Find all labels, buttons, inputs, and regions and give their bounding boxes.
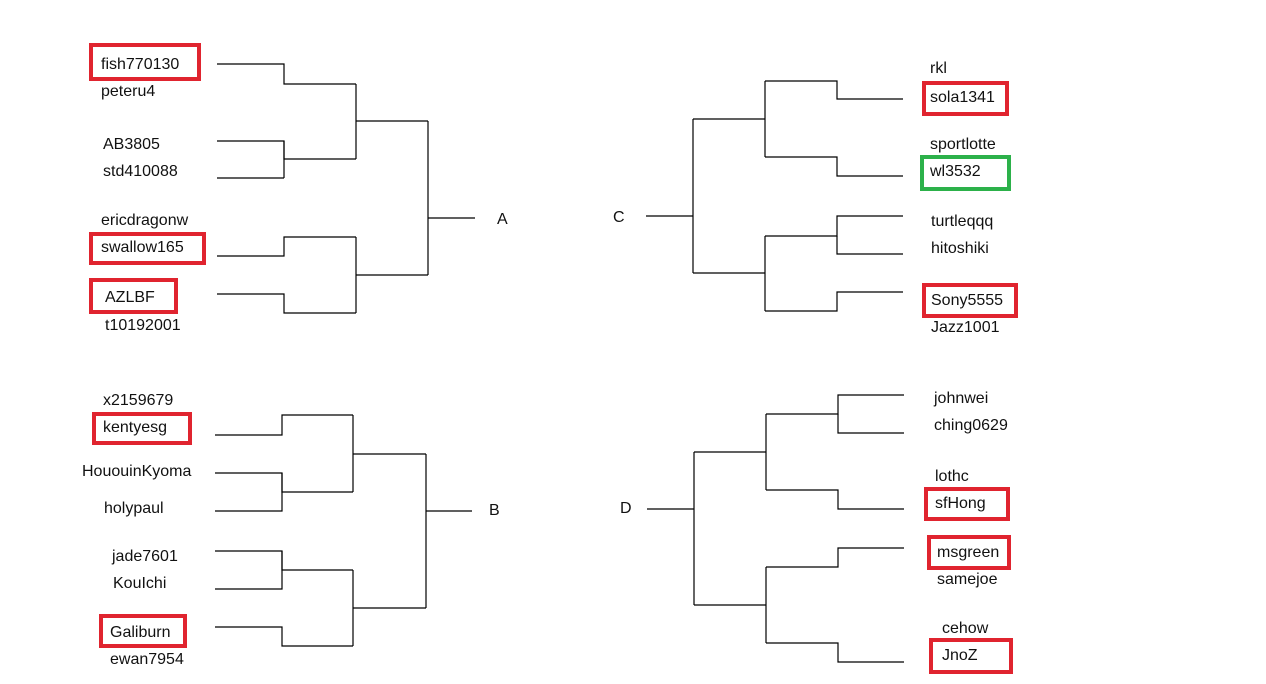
player-name: johnwei (934, 390, 989, 407)
player-name: msgreen (937, 544, 1000, 561)
highlight-box (927, 535, 1011, 570)
group-label-a: A (497, 211, 508, 228)
player-name: sfHong (935, 495, 986, 512)
highlight-box (922, 283, 1018, 318)
player-name: HououinKyoma (82, 463, 192, 480)
bracket-d-lines (647, 394, 904, 663)
match-line (215, 551, 283, 590)
player-name: ericdragonw (101, 212, 189, 229)
match-line (215, 626, 353, 647)
player-name: hitoshiki (931, 240, 989, 257)
bracket-a-lines (217, 63, 475, 314)
player-name: ching0629 (934, 417, 1008, 434)
player-name: sola1341 (930, 89, 995, 106)
player-name: rkl (930, 60, 947, 77)
match-line (217, 63, 356, 85)
match-line (217, 293, 356, 314)
highlight-box (89, 232, 206, 265)
bracket-b-lines (215, 414, 472, 647)
player-name: x2159679 (103, 392, 174, 409)
match-line (217, 140, 356, 160)
player-name: holypaul (104, 500, 164, 517)
player-name: turtleqqq (931, 213, 994, 230)
player-name: Jazz1001 (931, 319, 1000, 336)
group-label-d: D (620, 500, 632, 517)
match-line (765, 156, 903, 177)
player-name: wl3532 (930, 163, 981, 180)
player-name: lothc (935, 468, 969, 485)
player-name: swallow165 (101, 239, 184, 256)
match-line (837, 414, 904, 434)
match-line (215, 414, 353, 436)
match-line (765, 291, 903, 312)
match-line (215, 472, 353, 493)
match-line (766, 489, 904, 510)
highlight-box (89, 43, 201, 81)
match-line (836, 236, 903, 255)
bracket-c-lines (646, 80, 903, 312)
match-line (766, 547, 904, 568)
player-name: Galiburn (110, 624, 171, 641)
player-name: t10192001 (105, 317, 181, 334)
highlight-box-green (920, 155, 1011, 191)
match-line (766, 642, 904, 663)
highlight-box (924, 487, 1010, 521)
match-line (766, 394, 904, 415)
highlight-box (89, 278, 178, 314)
match-line (765, 215, 903, 237)
match-line (217, 236, 356, 257)
group-label-b: B (489, 502, 500, 519)
player-name: ewan7954 (110, 651, 184, 668)
group-label-c: C (613, 209, 625, 226)
player-name: jade7601 (112, 548, 178, 565)
highlight-box (99, 614, 187, 648)
highlight-box (929, 638, 1013, 674)
match-line (765, 80, 903, 100)
player-name: peteru4 (101, 83, 156, 100)
player-name: sportlotte (930, 136, 996, 153)
player-name: cehow (942, 620, 989, 637)
player-name: JnoZ (942, 647, 978, 664)
player-name: kentyesg (103, 419, 168, 436)
player-name: AZLBF (105, 289, 155, 306)
highlight-box (922, 81, 1009, 116)
player-name: samejoe (937, 571, 998, 588)
player-name: KouIchi (113, 575, 167, 592)
match-line (215, 550, 353, 571)
player-name: AB3805 (103, 136, 160, 153)
highlight-box (92, 412, 192, 445)
player-name: fish770130 (101, 56, 180, 73)
player-name: Sony5555 (931, 292, 1004, 309)
match-line (215, 473, 283, 512)
player-name: std410088 (103, 163, 178, 180)
